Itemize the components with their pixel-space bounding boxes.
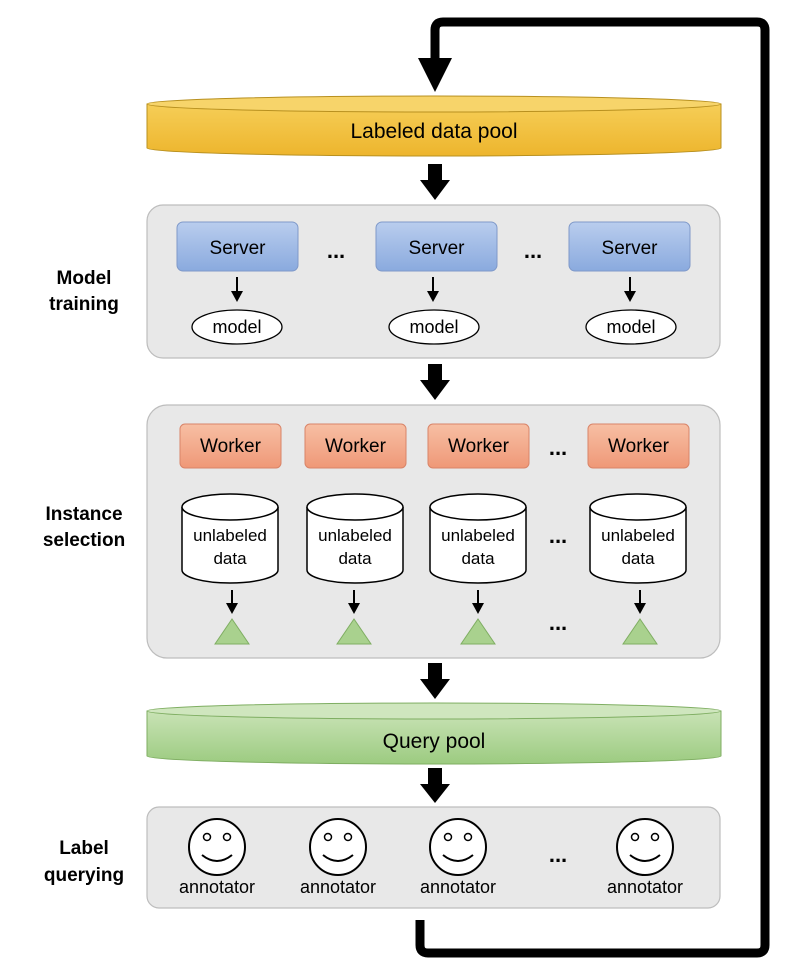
worker-label: Worker (448, 436, 510, 457)
model-label: model (212, 317, 261, 337)
small-arrow (472, 590, 484, 614)
feedback-loop-line (415, 17, 770, 958)
annotator-label: annotator (300, 877, 376, 897)
stage-label-instance-selection-line2: selection (43, 530, 125, 551)
unlabeled-label-line1: unlabeled (318, 526, 392, 545)
unlabeled-label-line1: unlabeled (441, 526, 515, 545)
server-box: Server (568, 221, 691, 272)
query-pool-label: Query pool (383, 730, 486, 753)
small-arrow (348, 590, 360, 614)
flow-arrow-3 (420, 663, 450, 699)
server-label: Server (210, 238, 267, 259)
worker-label: Worker (200, 436, 262, 457)
unlabeled-label-line2: data (621, 549, 655, 568)
flow-arrow-1 (420, 164, 450, 200)
flow-arrow-2 (420, 364, 450, 400)
selected-instances-triangle (214, 618, 250, 645)
feedback-arrowhead (418, 58, 452, 92)
model-node: model (388, 309, 480, 345)
annotator: annotator (300, 818, 376, 897)
selected-instances-triangle (336, 618, 372, 645)
unlabeled-label-line1: unlabeled (193, 526, 267, 545)
small-arrow (634, 590, 646, 614)
smiley-face-icon (188, 818, 246, 876)
small-arrow (226, 590, 238, 614)
server-box: Server (375, 221, 498, 272)
stage-label-instance-selection-line1: Instance (45, 504, 122, 525)
labeled-pool-label: Labeled data pool (351, 120, 518, 143)
flow-arrow-4 (420, 768, 450, 803)
annotator-label: annotator (420, 877, 496, 897)
unlabeled-data-cylinder: unlabeled data (429, 493, 527, 584)
selected-instances-triangle (460, 618, 496, 645)
worker-label: Worker (325, 436, 387, 457)
unlabeled-data-cylinder: unlabeled data (589, 493, 687, 584)
small-arrow (427, 277, 439, 302)
ellipsis: ... (327, 238, 345, 263)
unlabeled-label-line1: unlabeled (601, 526, 675, 545)
ellipsis: ... (524, 238, 542, 263)
annotator-label: annotator (179, 877, 255, 897)
unlabeled-data-cylinder: unlabeled data (306, 493, 404, 584)
labeled-data-pool: Labeled data pool (146, 95, 722, 157)
query-pool: Query pool (146, 702, 722, 765)
smiley-face-icon (309, 818, 367, 876)
server-label: Server (602, 238, 659, 259)
worker-box: Worker (587, 423, 690, 469)
worker-box: Worker (427, 423, 530, 469)
annotator: annotator (179, 818, 255, 897)
model-label: model (606, 317, 655, 337)
stage-label-label-querying-line1: Label (59, 838, 109, 859)
worker-label: Worker (608, 436, 670, 457)
model-node: model (585, 309, 677, 345)
ellipsis: ... (549, 842, 567, 867)
ellipsis: ... (549, 610, 567, 635)
small-arrow (231, 277, 243, 302)
unlabeled-data-cylinder: unlabeled data (181, 493, 279, 584)
unlabeled-label-line2: data (213, 549, 247, 568)
stage-label-model-training-line1: Model (57, 268, 112, 289)
stage-label-label-querying-line2: querying (44, 865, 124, 886)
annotator: annotator (420, 818, 496, 897)
ellipsis: ... (549, 523, 567, 548)
small-arrow (624, 277, 636, 302)
server-box: Server (176, 221, 299, 272)
worker-box: Worker (179, 423, 282, 469)
stage-label-model-training-line2: training (49, 294, 119, 315)
worker-box: Worker (304, 423, 407, 469)
server-label: Server (409, 238, 466, 259)
ellipsis: ... (549, 435, 567, 460)
smiley-face-icon (429, 818, 487, 876)
annotator: annotator (607, 818, 683, 897)
selected-instances-triangle (622, 618, 658, 645)
unlabeled-label-line2: data (461, 549, 495, 568)
model-node: model (191, 309, 283, 345)
smiley-face-icon (616, 818, 674, 876)
unlabeled-label-line2: data (338, 549, 372, 568)
annotator-label: annotator (607, 877, 683, 897)
model-label: model (409, 317, 458, 337)
